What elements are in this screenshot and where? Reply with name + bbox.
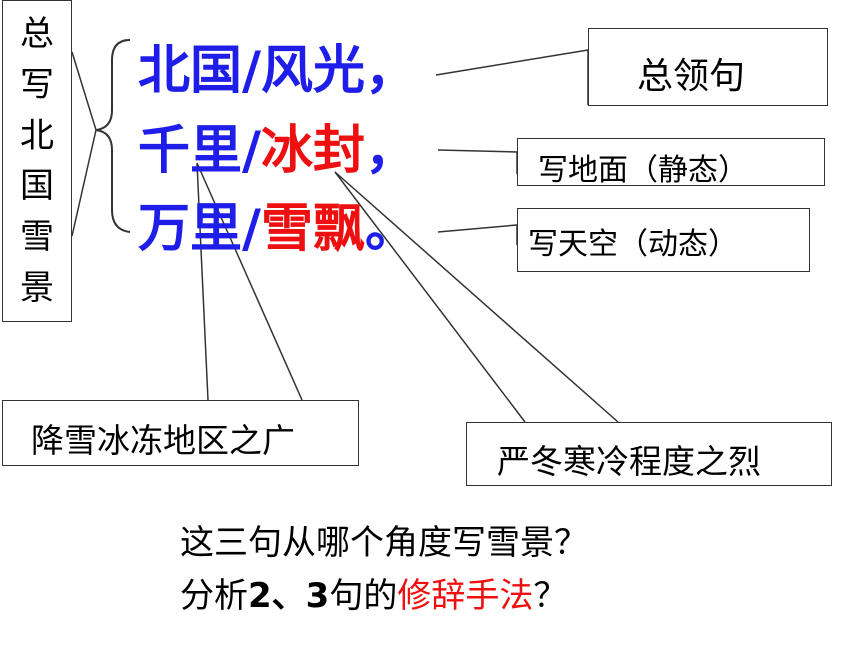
side-title-box: 总 写 北 国 雪 景 bbox=[2, 0, 72, 322]
side-title-char: 国 bbox=[20, 166, 54, 207]
sky-label-box: 写天空（动态） bbox=[517, 208, 810, 272]
question-2-mark: ？ bbox=[533, 576, 568, 616]
ground-label: 写地面（静态） bbox=[538, 153, 748, 188]
poem-punct: ， bbox=[365, 121, 418, 181]
question-2-highlight: 修辞手法 bbox=[397, 576, 534, 616]
wide-label: 降雪冰冻地区之广 bbox=[31, 421, 295, 460]
poem-text: 万里/ bbox=[138, 199, 261, 259]
summary-label-box: 总领句 bbox=[588, 28, 828, 106]
side-title-char: 景 bbox=[20, 267, 54, 308]
poem-text: 千里/ bbox=[138, 121, 261, 181]
poem-line-1: 北国/风光， bbox=[138, 45, 417, 97]
summary-label: 总领句 bbox=[637, 56, 746, 97]
side-title-char: 北 bbox=[20, 115, 54, 156]
ground-label-box: 写地面（静态） bbox=[517, 138, 825, 188]
side-title-char: 雪 bbox=[20, 216, 54, 257]
poem-highlight: 冰封 bbox=[261, 121, 366, 181]
poem-line-2: 千里/冰封， bbox=[138, 125, 417, 177]
question-1: 这三句从哪个角度写雪景？ bbox=[180, 523, 588, 563]
poem-line-3: 万里/雪飘。 bbox=[138, 203, 417, 255]
side-title-char: 写 bbox=[20, 64, 54, 105]
poem-punct: 。 bbox=[365, 199, 418, 259]
cold-label-box: 严冬寒冷程度之烈 bbox=[466, 422, 832, 486]
poem-highlight: 雪飘 bbox=[261, 199, 366, 259]
sky-label: 写天空（动态） bbox=[528, 227, 738, 262]
question-2: 分析2、3句的修辞手法？ bbox=[180, 568, 567, 617]
question-2-text: 分析 bbox=[180, 576, 248, 616]
question-2-numbers: 2、3 bbox=[248, 576, 330, 616]
wide-label-box: 降雪冰冻地区之广 bbox=[2, 400, 359, 466]
poem-text: 北国/风光 bbox=[138, 41, 365, 101]
poem-punct: ， bbox=[365, 41, 418, 101]
side-title-char: 总 bbox=[20, 14, 54, 55]
question-2-text: 句的 bbox=[329, 576, 398, 616]
cold-label: 严冬寒冷程度之烈 bbox=[497, 442, 761, 481]
